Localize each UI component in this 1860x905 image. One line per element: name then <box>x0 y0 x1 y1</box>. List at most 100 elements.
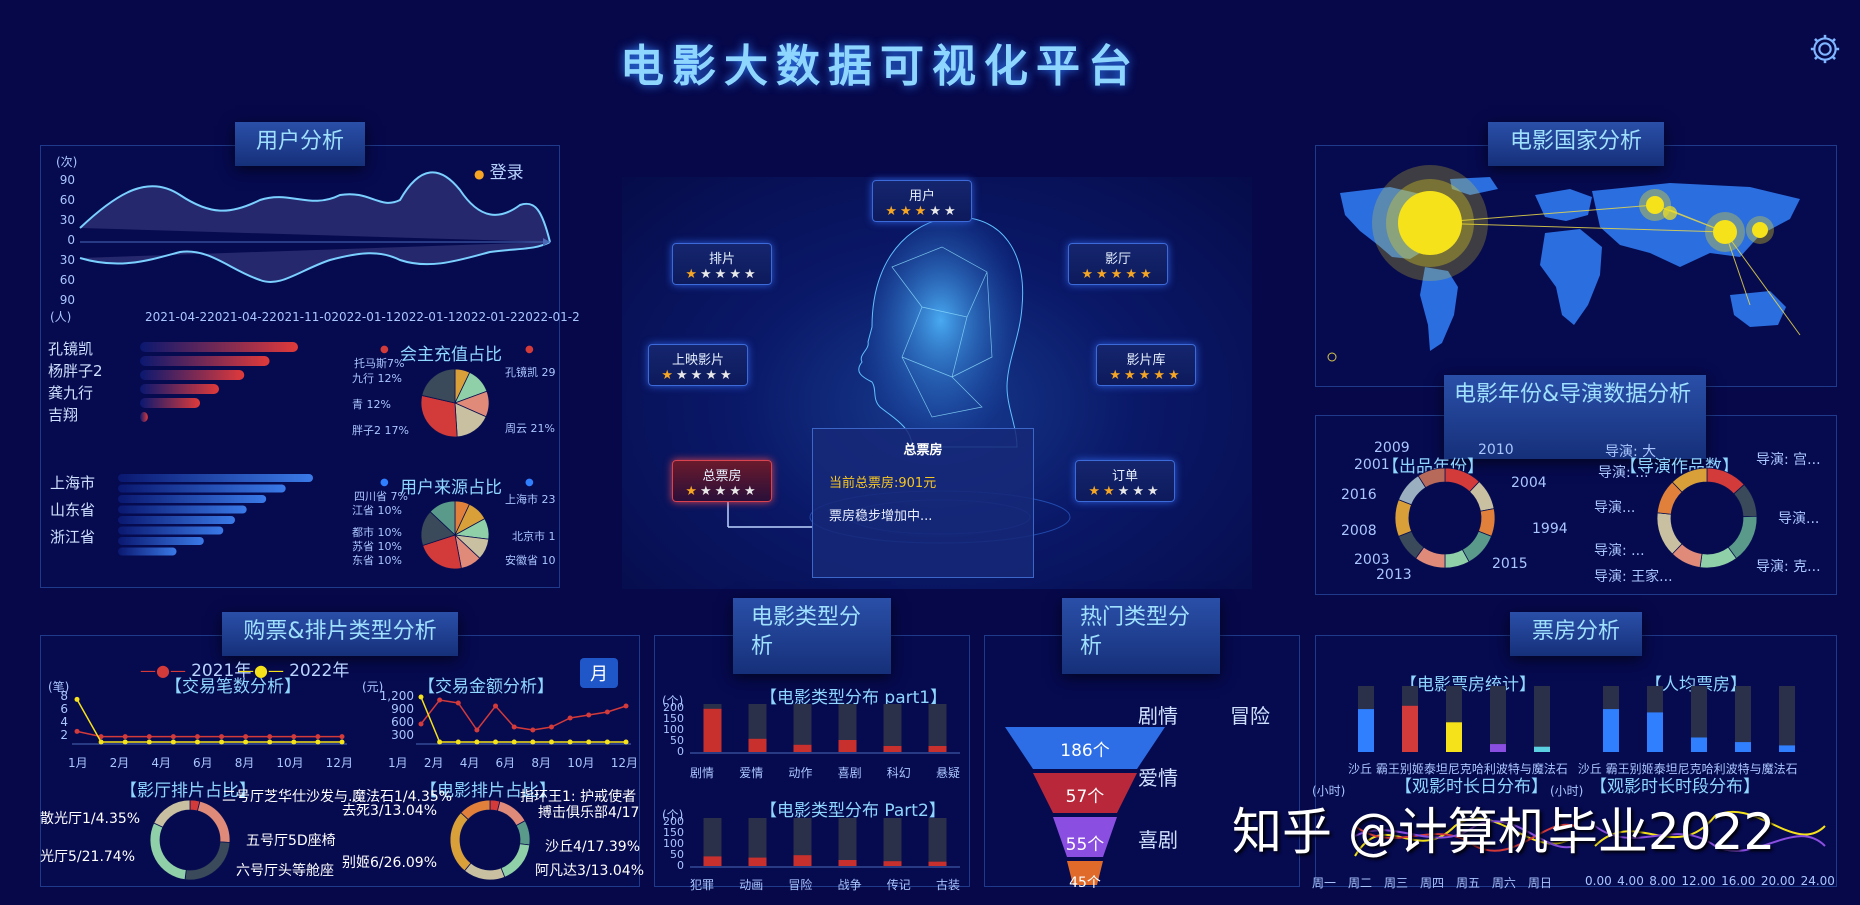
series-point[interactable] <box>291 734 297 740</box>
series-point[interactable] <box>146 739 152 745</box>
genre-bar[interactable] <box>703 708 722 752</box>
gear-icon[interactable] <box>1808 32 1842 66</box>
series-point[interactable] <box>315 739 321 745</box>
series-point[interactable] <box>291 739 297 745</box>
series-point[interactable] <box>339 734 345 740</box>
genre-bar[interactable] <box>928 746 947 752</box>
series-point[interactable] <box>243 739 249 745</box>
series-point[interactable] <box>530 727 536 733</box>
series-point[interactable] <box>98 739 104 745</box>
genre-bar[interactable] <box>883 746 902 752</box>
box-bar[interactable] <box>1735 742 1751 752</box>
genre1-cat-5: 悬疑 <box>935 766 960 780</box>
amount-month-2: 4月 <box>459 756 480 770</box>
series-point[interactable] <box>315 734 321 740</box>
series-point[interactable] <box>511 739 517 745</box>
series-point[interactable] <box>418 694 424 700</box>
hot-panel-title: 热门类型分析 <box>1062 598 1220 674</box>
series-point[interactable] <box>493 739 499 745</box>
genre-bar[interactable] <box>793 855 812 866</box>
series-point[interactable] <box>170 739 176 745</box>
genre-bar[interactable] <box>928 861 947 866</box>
user-date-1: 2021-04-2 <box>207 310 270 324</box>
pie1-marker-right: ● <box>525 344 534 355</box>
node-boxoffice[interactable]: 总票房★★★★★ <box>672 460 772 502</box>
login-legend[interactable]: ● 登录 <box>474 163 524 183</box>
box-bar[interactable] <box>1691 737 1707 752</box>
node-showing[interactable]: 上映影片★★★★★ <box>648 344 748 386</box>
genre-bar[interactable] <box>748 857 767 866</box>
genre-bar[interactable] <box>793 744 812 752</box>
genre2-cat-2: 冒险 <box>788 878 813 892</box>
node-user-stars: ★★★★★ <box>885 204 959 219</box>
node-order[interactable]: 订单★★★★★ <box>1075 460 1175 502</box>
series-point[interactable] <box>122 734 128 740</box>
series-point[interactable] <box>194 734 200 740</box>
series-point[interactable] <box>74 696 80 702</box>
node-user[interactable]: 用户★★★★★ <box>872 180 972 222</box>
genre-bar[interactable] <box>703 856 722 866</box>
series-point[interactable] <box>548 739 554 745</box>
series-point[interactable] <box>604 739 610 745</box>
series-point[interactable] <box>219 739 225 745</box>
series-point[interactable] <box>418 721 424 727</box>
box-bar[interactable] <box>1779 745 1795 752</box>
trade-count-title: 【交易笔数分析】 <box>165 677 301 697</box>
series-point[interactable] <box>243 734 249 740</box>
series-point[interactable] <box>530 739 536 745</box>
series-point[interactable] <box>586 712 592 718</box>
series-point[interactable] <box>170 734 176 740</box>
series-point[interactable] <box>474 727 480 733</box>
series-point[interactable] <box>511 724 517 730</box>
avg-movie-3: 泰坦尼克 <box>1653 762 1702 776</box>
box-bar[interactable] <box>1534 746 1550 752</box>
series-point[interactable] <box>74 728 80 734</box>
box-bar[interactable] <box>1358 709 1374 752</box>
series-point[interactable] <box>267 734 273 740</box>
world-map <box>1327 165 1801 362</box>
series-point[interactable] <box>122 739 128 745</box>
series-line <box>76 698 342 743</box>
legend-2022[interactable]: —●— 2022年 <box>238 661 350 681</box>
series-point[interactable] <box>455 739 461 745</box>
node-schedule[interactable]: 排片★★★★★ <box>672 243 772 285</box>
legend-2021-label: 2021年 <box>191 661 252 681</box>
series-point[interactable] <box>219 734 225 740</box>
series-point[interactable] <box>623 739 629 745</box>
genre-bar[interactable] <box>748 738 767 752</box>
genre-bar[interactable] <box>838 740 857 752</box>
box-bar[interactable] <box>1446 722 1462 752</box>
series-point[interactable] <box>98 734 104 740</box>
series-point[interactable] <box>493 703 499 709</box>
series-point[interactable] <box>567 715 573 721</box>
genre-bar[interactable] <box>883 861 902 866</box>
series-point[interactable] <box>548 724 554 730</box>
hot-label-1: 剧情 <box>1138 704 1178 728</box>
month-button[interactable]: 月 <box>580 658 618 688</box>
legend-2021[interactable]: —●— 2021年 <box>140 661 252 681</box>
hour-tick-6: 24.00 <box>1800 874 1835 888</box>
box-bar[interactable] <box>1402 705 1418 752</box>
genre-bar[interactable] <box>838 860 857 866</box>
box-bar[interactable] <box>1603 709 1619 752</box>
series-point[interactable] <box>586 739 592 745</box>
series-point[interactable] <box>194 739 200 745</box>
pie2-label-6: 北京市 1 <box>512 530 556 543</box>
series-point[interactable] <box>567 739 573 745</box>
node-hall[interactable]: 影厅★★★★★ <box>1068 243 1168 285</box>
series-point[interactable] <box>146 734 152 740</box>
box-bar[interactable] <box>1647 712 1663 752</box>
series-point[interactable] <box>604 709 610 715</box>
node-library[interactable]: 影片库★★★★★ <box>1096 344 1196 386</box>
series-point[interactable] <box>455 700 461 706</box>
user-ytick-1: 60 <box>59 193 75 207</box>
series-point[interactable] <box>339 739 345 745</box>
series-point[interactable] <box>437 697 443 703</box>
count-ytick-3: 2 <box>60 728 68 742</box>
series-point[interactable] <box>267 739 273 745</box>
series-point[interactable] <box>623 703 629 709</box>
series-point[interactable] <box>474 739 480 745</box>
box-bar[interactable] <box>1490 744 1506 752</box>
series-point[interactable] <box>437 739 443 745</box>
